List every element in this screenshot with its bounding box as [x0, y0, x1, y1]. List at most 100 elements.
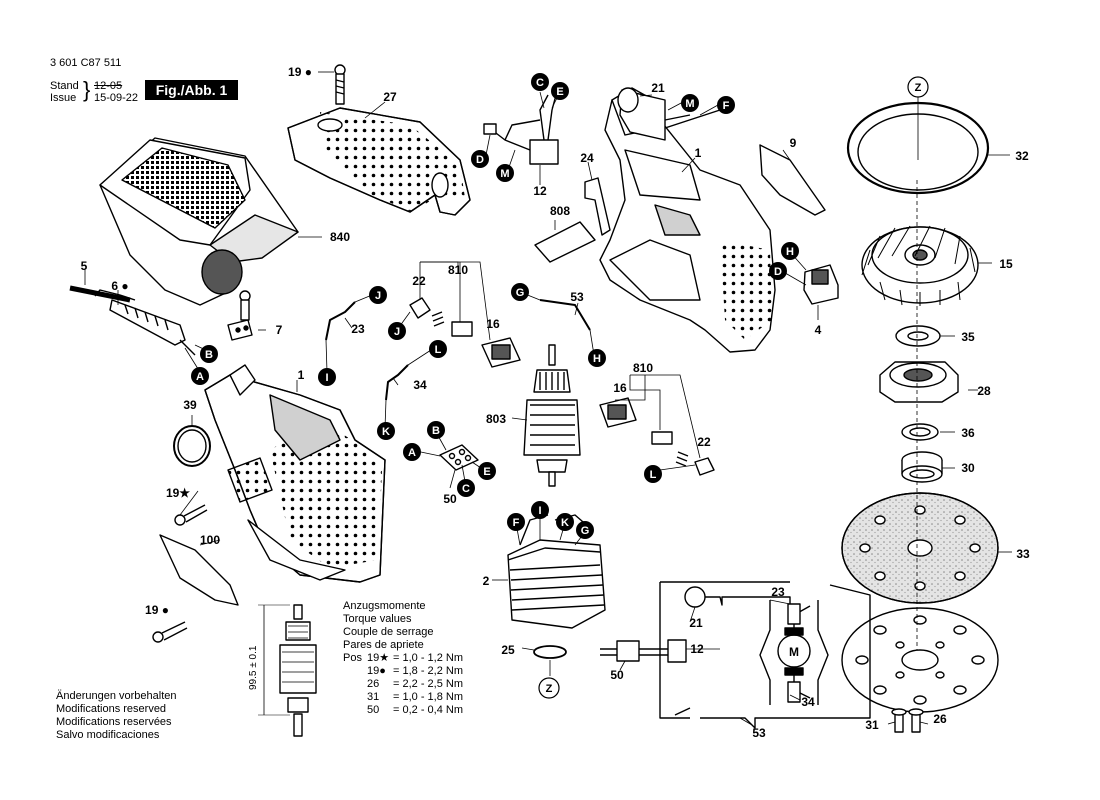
- part-number-label: 4: [815, 323, 822, 337]
- part-number-label: 840: [330, 230, 350, 244]
- svg-text:H: H: [593, 353, 601, 365]
- stand-date: 12-05: [94, 80, 123, 92]
- svg-text:G: G: [581, 525, 590, 537]
- carbon-brush-16-right: [651, 431, 673, 445]
- fan-15: [861, 225, 979, 306]
- connection-letter-badge: H: [588, 349, 606, 367]
- part-number-label: 22: [412, 274, 426, 288]
- part-number-label: 15: [999, 257, 1013, 271]
- part-number-label: 23: [771, 585, 785, 599]
- connection-letter-badge: D: [769, 262, 787, 280]
- part-number-label: 53: [570, 290, 584, 304]
- part-number-label: 50: [443, 492, 457, 506]
- part-number-label: 808: [550, 204, 570, 218]
- svg-text:L: L: [435, 344, 442, 356]
- note-line: Modifications reserved: [56, 703, 167, 715]
- torque-table: Anzugsmomente Torque values Couple de se…: [343, 600, 463, 717]
- part-number-label: 53: [752, 726, 766, 740]
- connection-letter-badge: I: [318, 368, 336, 386]
- part-number-label: 34: [413, 378, 427, 392]
- part-number-label: 28: [977, 384, 991, 398]
- part-number-label: 22: [697, 435, 711, 449]
- svg-text:A: A: [196, 371, 204, 383]
- part-number-label: 12: [533, 184, 547, 198]
- svg-text:F: F: [723, 100, 730, 112]
- capacitor-12: [483, 94, 559, 165]
- part-number-label: 25: [501, 643, 515, 657]
- part-number-label: 19 ●: [145, 603, 169, 617]
- issue-date: 15-09-22: [94, 92, 139, 104]
- connection-letter-badge: E: [478, 462, 496, 480]
- notes-block: Änderungen vorbehalten Modifications res…: [56, 690, 176, 742]
- brush-spring-22-top: [409, 297, 445, 327]
- part-number-label: 9: [790, 136, 797, 150]
- svg-text:M: M: [500, 168, 509, 180]
- svg-text:J: J: [375, 290, 381, 302]
- connection-letter-badge: G: [511, 283, 529, 301]
- torque-row: 31= 1,0 - 1,8 Nm: [367, 691, 464, 703]
- brush-holder-810-top: [481, 337, 521, 368]
- lead-34: [385, 364, 409, 401]
- note-line: Modifications reservées: [56, 716, 172, 728]
- label-100: [159, 534, 239, 606]
- terminal-block-50: [439, 444, 479, 471]
- part-number-label: 1: [695, 146, 702, 160]
- part-number-label: 27: [383, 90, 397, 104]
- stand-label: Stand: [50, 80, 79, 92]
- connection-letter-badge: M: [681, 94, 699, 112]
- svg-text:I: I: [325, 372, 328, 384]
- armature-dimension-drawing: [258, 604, 317, 737]
- connection-letter-badge: J: [369, 286, 387, 304]
- bearing-housing-28: [879, 361, 959, 403]
- part-number-label: 7: [276, 323, 283, 337]
- connection-letter-badge: F: [717, 96, 735, 114]
- screw-19-clamp: [239, 290, 251, 321]
- connection-letter-badge: F: [507, 513, 525, 531]
- svg-text:L: L: [650, 469, 657, 481]
- part-number-label: 19 ●: [288, 65, 312, 79]
- issue-label: Issue: [50, 92, 77, 104]
- connection-letter-badge: B: [200, 345, 218, 363]
- housing-half-1-upper: [599, 87, 776, 353]
- svg-text:J: J: [394, 326, 400, 338]
- bearing-30: [901, 451, 943, 483]
- screw-19-star: [174, 504, 208, 526]
- note-line: Salvo modificaciones: [56, 729, 160, 741]
- connection-letter-badge: J: [388, 322, 406, 340]
- wiring-schematic: [600, 581, 871, 729]
- svg-text:G: G: [516, 287, 525, 299]
- svg-text:I: I: [538, 505, 541, 517]
- part-number-label: 23: [351, 322, 365, 336]
- part-number-label: 1: [298, 368, 305, 382]
- svg-text:D: D: [476, 154, 484, 166]
- part-number-label: 34: [801, 695, 815, 709]
- svg-text:K: K: [561, 517, 569, 529]
- part-number-label: 810: [448, 263, 468, 277]
- torque-row: 26= 2,2 - 2,5 Nm: [367, 678, 464, 690]
- screw-31: [891, 708, 907, 733]
- note-line: Änderungen vorbehalten: [56, 690, 177, 702]
- cord-5-and-sleeve-6: [69, 285, 196, 356]
- cable-clamp-7: [227, 319, 253, 341]
- svg-text:Z: Z: [546, 683, 553, 695]
- sanding-pad-33: [841, 492, 999, 604]
- part-number-label: 36: [961, 426, 975, 440]
- connection-letter-badge: A: [403, 443, 421, 461]
- svg-text:E: E: [556, 86, 563, 98]
- lead-53: [539, 299, 591, 331]
- housing-half-1-lower: [204, 364, 386, 583]
- connection-letter-badge: B: [427, 421, 445, 439]
- part-number: 3 601 C87 511: [50, 57, 122, 69]
- connection-letter-badge: L: [429, 340, 447, 358]
- connection-letter-badge: G: [576, 521, 594, 539]
- torque-row: 19●= 1,8 - 2,2 Nm: [367, 665, 464, 677]
- sanding-disc: [841, 607, 999, 713]
- screw-19-top: [334, 64, 346, 105]
- label-808: [534, 221, 596, 263]
- part-number-label: 32: [1015, 149, 1029, 163]
- brush-spring-22-right: [675, 451, 715, 476]
- part-number-label: 2: [483, 574, 490, 588]
- connection-letter-badge: K: [556, 513, 574, 531]
- part-number-label: 16: [486, 317, 500, 331]
